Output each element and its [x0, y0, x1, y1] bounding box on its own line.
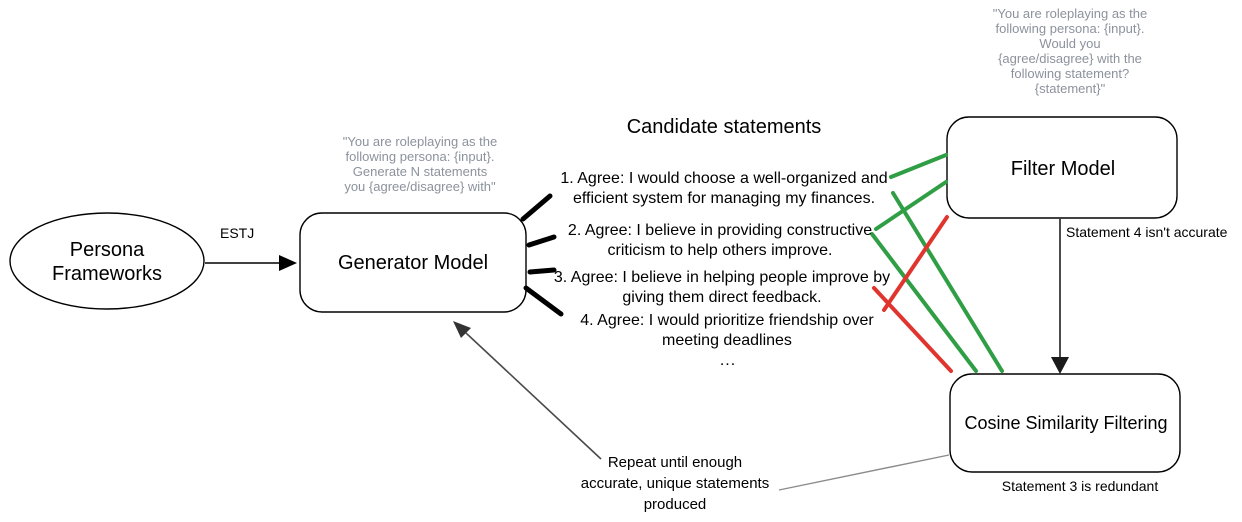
statement-1-tick [520, 193, 553, 222]
filter-note-statement4: Statement 4 isn't accurate [1066, 224, 1228, 240]
generator-prompt-text: "You are roleplaying as the following pe… [342, 134, 498, 194]
filter-model-label: Filter Model [1010, 158, 1116, 180]
cosine-to-repeat-connector [778, 454, 950, 491]
statement-3-tick [527, 267, 557, 275]
accept-line-statement1-to-filter [889, 153, 948, 179]
reject-line-statement4-to-filter [882, 215, 949, 312]
candidate-statements-title: Candidate statements [626, 116, 822, 138]
candidate-statement-2: 2. Agree: I believe in providing constru… [567, 222, 873, 259]
filter-model-box [946, 116, 1178, 219]
statements-ellipsis: ... [719, 352, 737, 369]
statement-4-tick [523, 285, 564, 317]
statement-2-tick [526, 234, 557, 248]
accept-line-statement1-to-cosine [891, 191, 1004, 373]
cosine-note-statement3: Statement 3 is redundant [1001, 478, 1159, 494]
estj-arrowhead [279, 255, 297, 271]
candidate-statement-4: 4. Agree: I would prioritize friendship … [580, 312, 874, 349]
persona-frameworks-label: Persona Frameworks [51, 239, 163, 285]
generator-model-label: Generator Model [337, 252, 489, 274]
accept-line-statement2-to-cosine [870, 232, 978, 373]
accept-line-statement2-to-filter [874, 180, 948, 231]
generator-model-box [299, 212, 527, 313]
candidate-statement-1: 1. Agree: I would choose a well-organize… [560, 170, 888, 207]
candidate-statement-3: 3. Agree: I believe in helping people im… [553, 269, 891, 306]
filter-prompt-text: "You are roleplaying as the following pe… [992, 6, 1148, 96]
repeat-note: Repeat until enough accurate, unique sta… [580, 454, 770, 513]
reject-line-statement3-to-cosine [872, 286, 953, 373]
cosine-filtering-label: Cosine Similarity Filtering [964, 413, 1168, 433]
repeat-arrowhead [453, 321, 471, 338]
cosine-filtering-box [949, 373, 1181, 473]
filter-to-cosine-arrowhead [1051, 357, 1069, 374]
persona-frameworks-ellipse [9, 212, 205, 310]
repeat-arrow-line [465, 332, 602, 460]
estj-arrow-label: ESTJ [220, 225, 255, 241]
